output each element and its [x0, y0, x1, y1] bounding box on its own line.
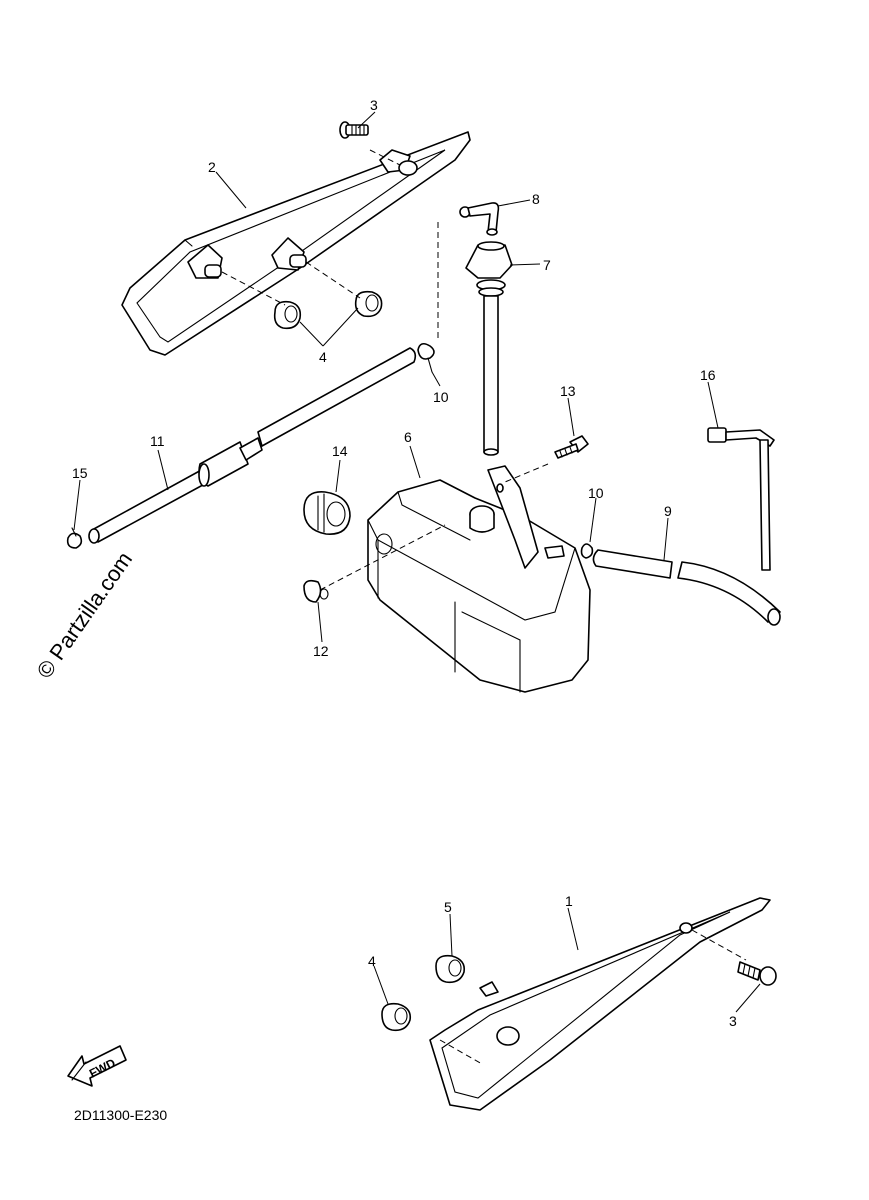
callout-15: 15 — [72, 465, 88, 481]
screw-top — [339, 121, 369, 139]
assembly-line — [319, 524, 446, 591]
callout-16: 16 — [700, 367, 716, 383]
callout-3-top: 3 — [370, 97, 378, 113]
callouts: 3 2 8 7 4 10 16 13 6 11 14 15 10 9 12 1 … — [72, 97, 737, 1029]
callout-14: 14 — [332, 443, 348, 459]
grommet-14 — [303, 491, 351, 535]
callout-8: 8 — [532, 191, 540, 207]
assembly-line — [504, 463, 549, 483]
bracket-strap — [707, 427, 775, 571]
side-cover-lower — [429, 897, 771, 1111]
assembly-line — [691, 929, 747, 961]
callout-5: 5 — [444, 899, 452, 915]
plug-12 — [303, 579, 329, 603]
watermark-text: © Partzilla.com — [32, 547, 138, 683]
filler-cap — [465, 241, 513, 456]
callout-2: 2 — [208, 159, 216, 175]
callout-4-top: 4 — [319, 349, 327, 365]
clip-15 — [66, 527, 83, 549]
fwd-arrow-icon: FWD — [67, 1045, 127, 1087]
callout-10-left: 10 — [433, 389, 449, 405]
callout-3-bottom: 3 — [729, 1013, 737, 1029]
callout-1: 1 — [565, 893, 573, 909]
grommets-top — [273, 290, 383, 330]
assembly-line — [369, 149, 401, 166]
reservoir-tank — [367, 465, 591, 693]
bolt-13 — [554, 435, 589, 459]
assembly-line — [221, 271, 286, 306]
assembly-line — [305, 261, 361, 299]
overflow-hose — [592, 549, 781, 626]
callout-12: 12 — [313, 643, 329, 659]
callout-13: 13 — [560, 383, 576, 399]
callout-9: 9 — [664, 503, 672, 519]
callout-10-right: 10 — [588, 485, 604, 501]
assembly-line — [439, 1039, 483, 1065]
callout-6: 6 — [404, 429, 412, 445]
side-cover-upper — [121, 131, 471, 356]
leader-lines — [73, 111, 761, 1013]
clip-right — [580, 543, 594, 559]
screw-bottom — [737, 961, 777, 986]
drain-pipe — [88, 347, 417, 544]
callout-11: 11 — [150, 433, 165, 449]
grommet-4-bottom — [381, 1002, 412, 1032]
callout-7: 7 — [543, 257, 551, 273]
clip-left — [417, 342, 435, 373]
grommet-5 — [435, 954, 466, 984]
diagram-code: 2D11300-E230 — [74, 1107, 167, 1123]
pipe-fitting — [459, 202, 500, 236]
callout-4-bottom: 4 — [368, 953, 376, 969]
